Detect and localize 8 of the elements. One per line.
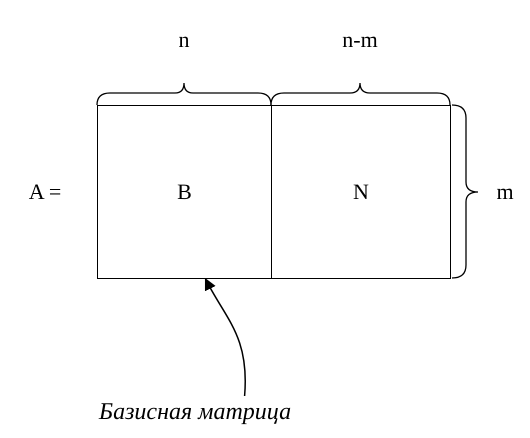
dimension-label: n [178,27,190,53]
dimension-label: m [496,179,514,205]
matrix-block: B [97,105,272,279]
caption-text: Базисная матрица [40,396,350,428]
arrow [204,278,246,396]
matrix-block: N [271,105,451,279]
matrix-name: A = [28,179,62,205]
dimension-label: n-m [342,27,378,53]
